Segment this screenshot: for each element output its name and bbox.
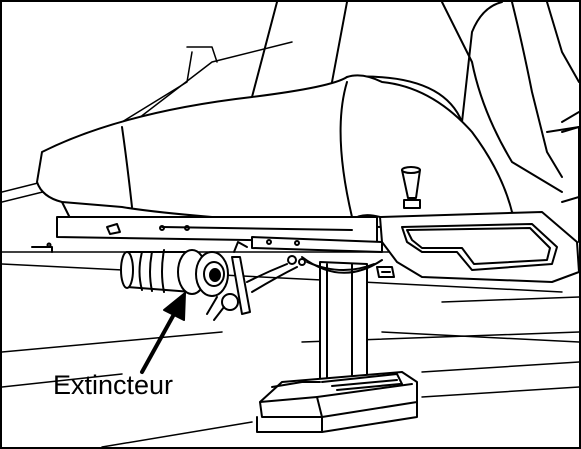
extinguisher-label: Extincteur [53, 370, 174, 400]
seat-cushion [36, 74, 518, 228]
fire-extinguisher [120, 241, 306, 321]
seat-side-frame [379, 126, 579, 283]
seat-pedestal [256, 256, 418, 433]
callout-arrow [140, 292, 186, 374]
seat-rail [31, 216, 395, 278]
adjuster-knob [401, 166, 421, 209]
